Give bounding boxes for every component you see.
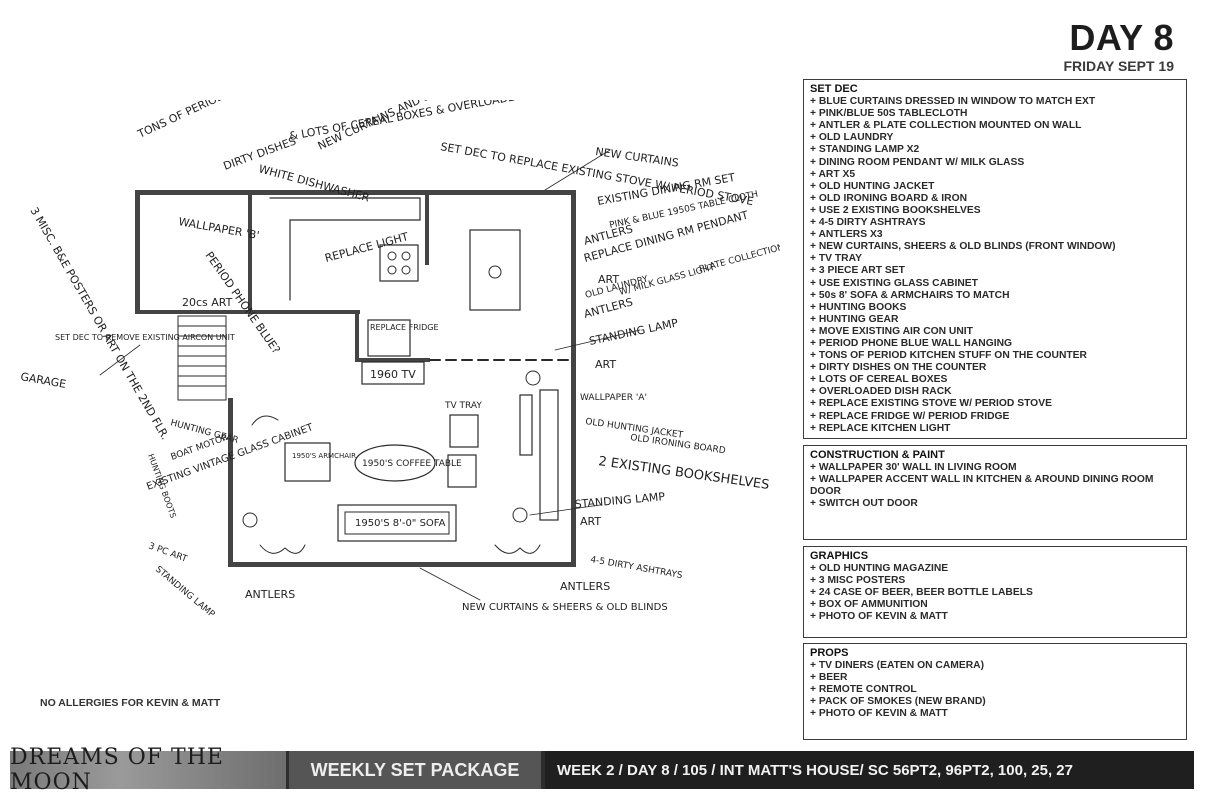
list-item: + OVERLOADED DISH RACK bbox=[810, 386, 952, 398]
list-item: + ART X5 bbox=[810, 168, 856, 180]
props-section: PROPS + TV DINERS (EATEN ON CAMERA) + BE… bbox=[803, 643, 1187, 740]
plan-label-wallpaper-a: WALLPAPER 'A' bbox=[580, 393, 647, 403]
day-title: DAY 8 bbox=[1069, 17, 1174, 58]
list-item: + OLD IRONING BOARD & IRON bbox=[810, 192, 968, 204]
list-item: + PHOTO OF KEVIN & MATT bbox=[810, 611, 948, 623]
set-dec-section: SET DEC + BLUE CURTAINS DRESSED IN WINDO… bbox=[803, 79, 1187, 439]
plan-label-sofa: 1950'S 8'-0" SOFA bbox=[355, 518, 446, 529]
day-date: FRIDAY SEPT 19 bbox=[1063, 58, 1175, 74]
plan-label-armchair: 1950'S ARMCHAIR bbox=[292, 452, 356, 460]
graphics-section: GRAPHICS + OLD HUNTING MAGAZINE + 3 MISC… bbox=[803, 546, 1187, 638]
plan-label-new-curtains-bottom: NEW CURTAINS & SHEERS & OLD BLINDS bbox=[462, 602, 668, 613]
list-item: + NEW CURTAINS, SHEERS & OLD BLINDS (FRO… bbox=[810, 241, 1116, 253]
list-item: + REPLACE FRIDGE W/ PERIOD FRIDGE bbox=[810, 410, 1010, 422]
list-item: + USE EXISTING GLASS CABINET bbox=[810, 277, 978, 289]
plan-label-standing-lamp-1: STANDING LAMP bbox=[588, 316, 680, 348]
schedule-info: WEEK 2 / DAY 8 / 105 / INT MATT'S HOUSE/… bbox=[545, 751, 1194, 789]
list-item: + USE 2 EXISTING BOOKSHELVES bbox=[810, 204, 981, 216]
list-item: + OLD HUNTING JACKET bbox=[810, 180, 935, 192]
list-item: + HUNTING BOOKS bbox=[810, 301, 907, 313]
list-item: + SWITCH OUT DOOR bbox=[810, 498, 918, 510]
plan-label-standing-lamp-3: STANDING LAMP bbox=[153, 565, 217, 621]
plan-label-antlers-3: ANTLERS bbox=[245, 588, 295, 601]
list-item: + MOVE EXISTING AIR CON UNIT bbox=[810, 325, 973, 337]
plan-label-art-set: 3 PC ART bbox=[147, 541, 189, 564]
list-item: + HUNTING GEAR bbox=[810, 313, 899, 325]
list-item: + TV TRAY bbox=[810, 253, 862, 265]
package-label: WEEKLY SET PACKAGE bbox=[289, 751, 541, 789]
list-item: + WALLPAPER 30' WALL IN LIVING ROOM bbox=[810, 462, 1017, 474]
list-item: + DIRTY DISHES ON THE COUNTER bbox=[810, 362, 987, 374]
set-dec-title: SET DEC bbox=[810, 83, 858, 95]
list-item: + STANDING LAMP X2 bbox=[810, 144, 920, 156]
list-item: + OLD HUNTING MAGAZINE bbox=[810, 563, 949, 575]
list-item: + WALLPAPER ACCENT WALL IN KITCHEN & ARO… bbox=[810, 474, 1154, 498]
list-item: + ANTLERS X3 bbox=[810, 229, 883, 241]
list-item: + TV DINERS (EATEN ON CAMERA) bbox=[810, 660, 985, 672]
plan-label-new-curtains-top: NEW CURTAINS bbox=[595, 145, 680, 170]
list-item: + BLUE CURTAINS DRESSED IN WINDOW TO MAT… bbox=[810, 96, 1096, 108]
plan-label-ashtrays: 4-5 DIRTY ASHTRAYS bbox=[589, 555, 683, 581]
allergy-note: NO ALLERGIES FOR KEVIN & MATT bbox=[40, 697, 221, 709]
plan-label-coffee-table: 1950'S COFFEE TABLE bbox=[362, 459, 462, 469]
list-item: + 3 PIECE ART SET bbox=[810, 265, 905, 277]
plan-label-wallpaper-b: WALLPAPER 'B' bbox=[177, 215, 260, 242]
plan-label-misc-posters: 3 MISC. B&E POSTERS OR ART ON THE 2ND FL… bbox=[27, 205, 171, 442]
plan-label-garage: GARAGE bbox=[19, 370, 67, 391]
plan-label-art-3: ART bbox=[580, 515, 601, 528]
list-item: + PHOTO OF KEVIN & MATT bbox=[810, 708, 948, 720]
list-item: + BEER bbox=[810, 672, 848, 684]
list-item: + TONS OF PERIOD KITCHEN STUFF ON THE CO… bbox=[810, 350, 1087, 362]
footer-bar: DREAMS OF THE MOON WEEKLY SET PACKAGE WE… bbox=[10, 745, 1194, 795]
plan-label-replace-fridge: REPLACE FRIDGE bbox=[370, 323, 439, 332]
plan-label-tv-1960: 1960 TV bbox=[370, 368, 416, 381]
plan-label-set-dec-aircon: SET DEC TO REMOVE EXISTING AIRCON UNIT bbox=[55, 333, 235, 342]
plan-label-antlers-4: ANTLERS bbox=[560, 580, 610, 593]
construction-title: CONSTRUCTION & PAINT bbox=[810, 449, 945, 461]
list-item: + PERIOD PHONE BLUE WALL HANGING bbox=[810, 337, 1013, 349]
list-item: + 24 CASE OF BEER, BEER BOTTLE LABELS bbox=[810, 587, 1033, 599]
plan-label-art-2: ART bbox=[595, 358, 616, 371]
plan-label-art-1: ART bbox=[598, 273, 619, 286]
set-dec-list: + BLUE CURTAINS DRESSED IN WINDOW TO MAT… bbox=[810, 96, 1180, 435]
plan-label-bookshelves: 2 EXISTING BOOKSHELVES bbox=[597, 454, 770, 493]
list-item: + PACK OF SMOKES (NEW BRAND) bbox=[810, 696, 986, 708]
list-item: + PINK/BLUE 50S TABLECLOTH bbox=[810, 108, 968, 120]
construction-paint-section: CONSTRUCTION & PAINT + WALLPAPER 30' WAL… bbox=[803, 445, 1187, 540]
show-title-logo: DREAMS OF THE MOON bbox=[10, 745, 286, 795]
list-item: + REMOTE CONTROL bbox=[810, 684, 917, 696]
props-title: PROPS bbox=[810, 647, 849, 659]
list-item: + LOTS OF CEREAL BOXES bbox=[810, 374, 948, 386]
list-item: + REPLACE EXISTING STOVE W/ PERIOD STOVE bbox=[810, 398, 1052, 410]
list-item: + 4-5 DIRTY ASHTRAYS bbox=[810, 217, 926, 229]
list-item: + 50s 8' SOFA & ARMCHAIRS TO MATCH bbox=[810, 289, 1010, 301]
list-item: + DINING ROOM PENDANT W/ MILK GLASS bbox=[810, 156, 1025, 168]
list-item: + ANTLER & PLATE COLLECTION MOUNTED ON W… bbox=[810, 120, 1082, 132]
floor-plan-sketch: TONS OF PERIOD KITCHEN STUFF ON THE COUN… bbox=[19, 100, 780, 621]
plan-label-replace-light: REPLACE LIGHT bbox=[323, 230, 410, 265]
list-item: + 3 MISC POSTERS bbox=[810, 575, 906, 587]
graphics-title: GRAPHICS bbox=[810, 550, 869, 562]
plan-label-art-20s: 20cs ART bbox=[182, 296, 233, 309]
list-item: + BOX OF AMMUNITION bbox=[810, 599, 928, 611]
plan-label-tv-tray: TV TRAY bbox=[444, 401, 482, 411]
list-item: + REPLACE KITCHEN LIGHT bbox=[810, 422, 951, 434]
day-header: DAY 8 FRIDAY SEPT 19 bbox=[1063, 17, 1175, 75]
plan-label-standing-lamp-2: STANDING LAMP bbox=[574, 490, 666, 511]
list-item: + OLD LAUNDRY bbox=[810, 132, 894, 144]
